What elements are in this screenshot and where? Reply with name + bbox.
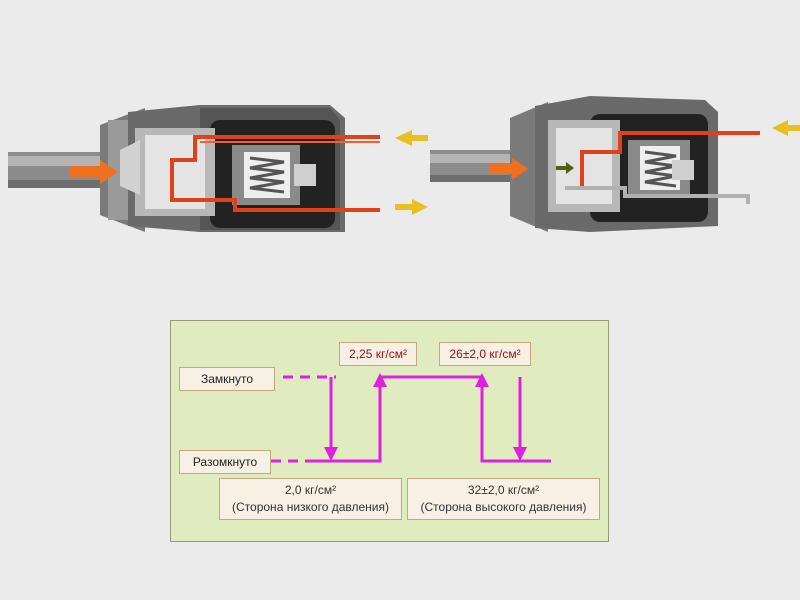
arrowhead-high-open-up	[475, 373, 489, 387]
pressure-switch-illustrations	[8, 96, 800, 232]
low-side-trace	[311, 375, 551, 463]
trace-lines	[271, 375, 551, 463]
switch-hysteresis-panel: Замкнуто Разомкнуто 2,25 кг/см² 26±2,0 к…	[170, 320, 609, 542]
hysteresis-trace	[271, 373, 551, 463]
low-open-caption: (Сторона низкого давления)	[232, 500, 389, 514]
pressure-switch-high	[430, 96, 800, 232]
arrowhead-low-open-down	[324, 447, 338, 461]
arrowhead-high-close-down	[513, 447, 527, 461]
state-open-label: Разомкнуто	[179, 450, 271, 474]
state-closed-label: Замкнуто	[179, 367, 275, 391]
low-open-threshold-box: 2,0 кг/см² (Сторона низкого давления)	[219, 478, 402, 520]
pressure-switch-low	[8, 105, 428, 232]
low-close-threshold: 2,25 кг/см²	[339, 342, 417, 366]
low-open-value: 2,0 кг/см²	[284, 483, 337, 497]
arrowhead-low-close-up	[373, 373, 387, 387]
trace-arrowheads	[324, 373, 527, 461]
high-close-threshold-box: 32±2,0 кг/см² (Сторона высокого давления…	[407, 478, 600, 520]
high-open-threshold: 26±2,0 кг/см²	[439, 342, 531, 366]
high-close-caption: (Сторона высокого давления)	[420, 500, 587, 514]
high-close-value: 32±2,0 кг/см²	[467, 483, 540, 497]
